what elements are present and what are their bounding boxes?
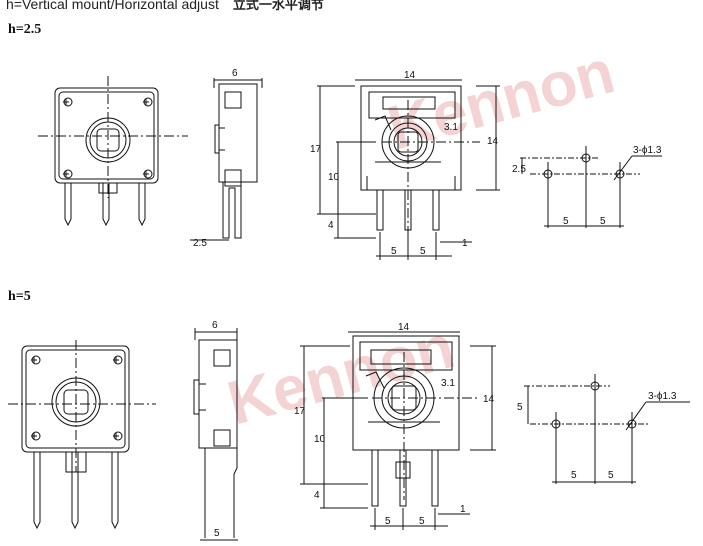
header-text: h=Vertical mount/Horizontal adjust bbox=[6, 0, 219, 12]
side-pitch-label-2: 5 bbox=[214, 528, 220, 539]
front-width-label: 14 bbox=[404, 70, 416, 81]
front-view-2: 14 3.1 17 10 4 14 5 5 1 bbox=[294, 322, 496, 530]
front-h4-label-2: 4 bbox=[314, 490, 320, 501]
front-radius-label-2: 3.1 bbox=[441, 378, 455, 389]
front-radius-label: 3.1 bbox=[444, 122, 458, 133]
front-view-1: 14 3.1 17 10 4 14 5 5 1 bbox=[310, 70, 500, 260]
front-pin-label: 1 bbox=[462, 238, 468, 249]
front-pitch-b-label: 5 bbox=[420, 246, 426, 257]
top-view-2 bbox=[8, 340, 156, 530]
side-pitch-label: 2.5 bbox=[193, 238, 207, 249]
front-height-label: 17 bbox=[310, 144, 322, 155]
hole-pitch-v-label: 2.5 bbox=[512, 164, 526, 175]
side-view-2: 6 5 bbox=[193, 320, 238, 541]
side-width-label: 6 bbox=[232, 68, 238, 79]
top-view-1 bbox=[38, 76, 188, 227]
side-width-label-2: 6 bbox=[212, 320, 218, 331]
hole-pitch-b-label-2: 5 bbox=[608, 470, 614, 481]
front-pitch-a-label-2: 5 bbox=[385, 516, 391, 527]
hole-pitch-a-label-2: 5 bbox=[571, 470, 577, 481]
watermark-top: Kennon bbox=[381, 37, 622, 163]
front-pitch-b-label-2: 5 bbox=[419, 516, 425, 527]
hole-pattern-1: 2.5 5 5 3-ϕ1.3 bbox=[512, 145, 662, 228]
front-pitch-a-label: 5 bbox=[391, 246, 397, 257]
hole-pattern-2: 5 5 5 3-ϕ1.3 bbox=[517, 374, 690, 484]
front-height-label-2: 17 bbox=[294, 406, 306, 417]
hole-size-label: 3-ϕ1.3 bbox=[633, 145, 662, 156]
front-right-width-label-2: 14 bbox=[483, 394, 495, 405]
header: h=Vertical mount/Horizontal adjust 立式一水平调… bbox=[6, 0, 324, 13]
hole-pitch-v-label-2: 5 bbox=[517, 402, 523, 413]
hole-pitch-b-label: 5 bbox=[600, 216, 606, 227]
front-h10-label: 10 bbox=[328, 172, 340, 183]
hole-size-label-2: 3-ϕ1.3 bbox=[648, 391, 677, 402]
front-h10-label-2: 10 bbox=[314, 434, 326, 445]
hole-pitch-a-label: 5 bbox=[563, 216, 569, 227]
front-pin-label-2: 1 bbox=[460, 504, 466, 515]
front-h4-label: 4 bbox=[328, 220, 334, 231]
section-label-h2-5: h=2.5 bbox=[8, 22, 42, 37]
side-view-1: 6 2.5 bbox=[190, 68, 263, 249]
front-width-label-2: 14 bbox=[398, 322, 410, 333]
section-label-h5: h=5 bbox=[8, 289, 31, 304]
header-chinese: 立式一水平调节 bbox=[232, 0, 324, 13]
front-right-width-label: 14 bbox=[487, 136, 499, 147]
